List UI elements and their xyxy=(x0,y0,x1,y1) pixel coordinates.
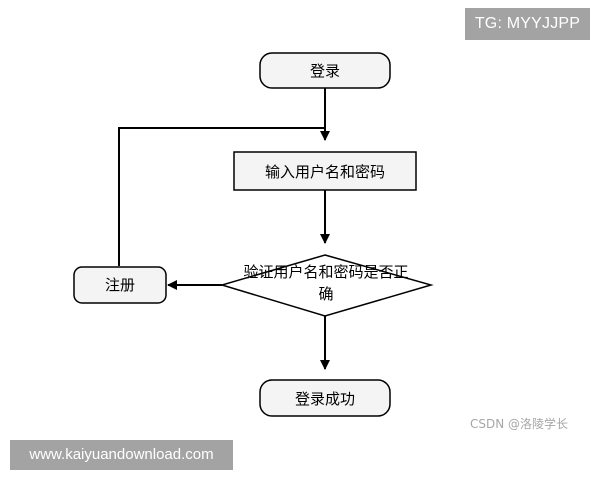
decision-node xyxy=(219,254,434,317)
tg-watermark: TG: MYYJJPP xyxy=(465,8,590,40)
register-node-label: 注册 xyxy=(105,276,135,294)
decision-node-label-line1: 验证用户名和密码是否正 xyxy=(243,263,408,281)
start-node xyxy=(259,52,391,89)
site-watermark: www.kaiyuandownload.com xyxy=(10,440,233,470)
csdn-watermark: CSDN @洛陵学长 xyxy=(470,417,569,431)
input-node-label: 输入用户名和密码 xyxy=(265,163,385,181)
connector-register-loop-back xyxy=(118,127,325,266)
success-node-label: 登录成功 xyxy=(295,390,355,408)
success-node xyxy=(259,379,391,417)
decision-node-label-line2: 确 xyxy=(318,285,333,303)
input-node xyxy=(233,151,417,191)
start-node-label: 登录 xyxy=(310,62,340,80)
register-node xyxy=(73,266,167,304)
